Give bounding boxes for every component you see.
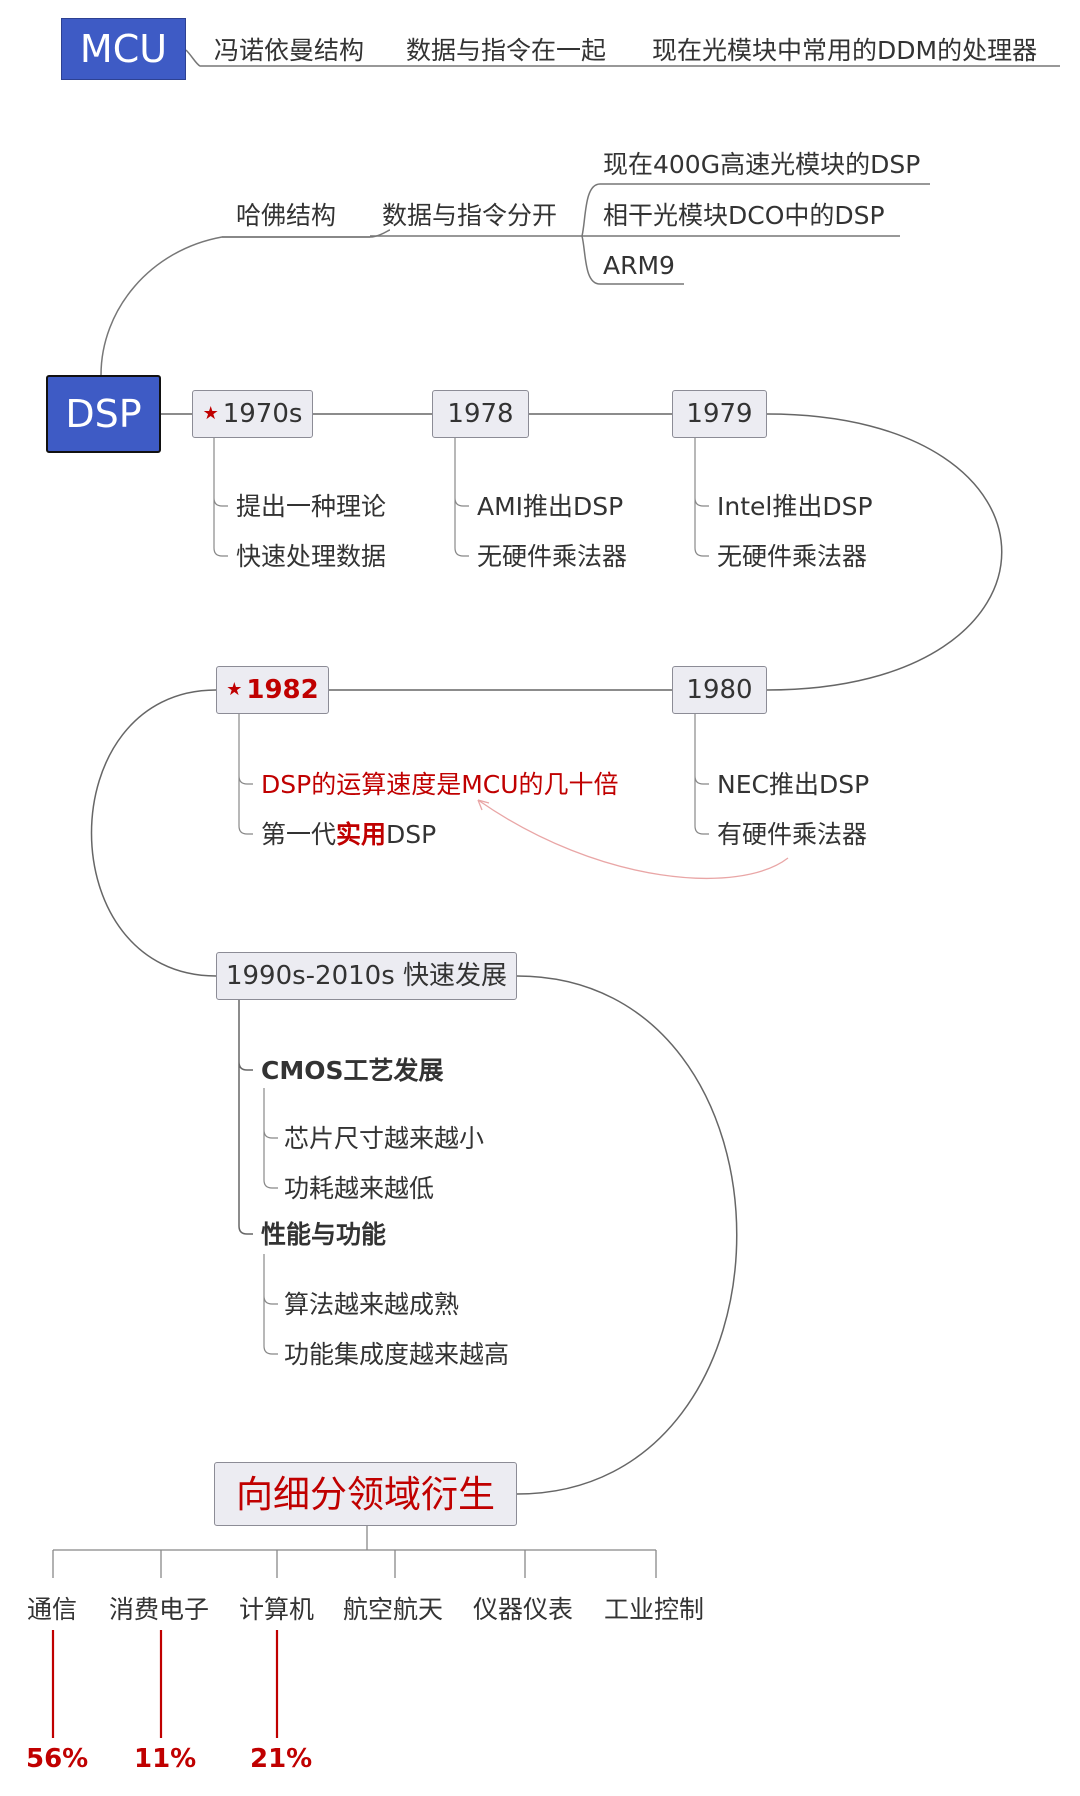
examples-connector — [581, 183, 930, 285]
percent-communication: 56% — [26, 1744, 89, 1774]
cmos-item-2: 功耗越来越低 — [284, 1174, 435, 1203]
harvard-label: 哈佛结构 — [236, 201, 337, 230]
star-icon: ★ — [226, 679, 243, 700]
timeline-curve-right-2 — [516, 975, 738, 1495]
note-1980-2: 有硬件乘法器 — [717, 820, 868, 849]
note-1978-2: 无硬件乘法器 — [477, 542, 628, 571]
branch-1982 — [238, 712, 253, 835]
harvard-connector — [100, 229, 391, 376]
example-dco: 相干光模块DCO中的DSP — [603, 201, 885, 230]
mcu-data-together: 数据与指令在一起 — [406, 36, 607, 65]
note-1970s-1: 提出一种理论 — [236, 492, 387, 521]
timeline-node-1982[interactable]: ★1982 — [216, 666, 329, 714]
relation-arrowhead — [477, 799, 490, 811]
percent-consumer-electronics: 11% — [134, 1744, 197, 1774]
field-aerospace: 航空航天 — [343, 1595, 444, 1624]
cmos-title: CMOS工艺发展 — [261, 1056, 444, 1085]
branch-1978 — [454, 434, 469, 557]
note-1979-1: Intel推出DSP — [717, 492, 873, 521]
field-instruments: 仪器仪表 — [473, 1595, 574, 1624]
timeline-curve-left — [90, 689, 217, 977]
note-1970s-2: 快速处理数据 — [236, 542, 387, 571]
branch-1970s — [213, 434, 228, 557]
dsp-root-node[interactable]: DSP — [46, 375, 161, 453]
fields-node[interactable]: 向细分领域衍生 — [214, 1462, 517, 1526]
branch-cmos — [263, 1088, 278, 1189]
branch-perf — [263, 1254, 278, 1355]
field-industrial-control: 工业控制 — [604, 1595, 705, 1624]
note-1982-first-gen: 第一代实用DSP — [261, 820, 437, 849]
star-icon: ★ — [202, 403, 219, 424]
note-1978-1: AMI推出DSP — [477, 492, 624, 521]
perf-item-2: 功能集成度越来越高 — [284, 1340, 510, 1369]
harvard-sub: 数据与指令分开 — [382, 201, 558, 230]
note-1980-1: NEC推出DSP — [717, 770, 870, 799]
example-400g: 现在400G高速光模块的DSP — [603, 150, 921, 179]
branch-1990s — [238, 999, 253, 1235]
note-1979-2: 无硬件乘法器 — [717, 542, 868, 571]
note-1982-speed: DSP的运算速度是MCU的几十倍 — [261, 770, 619, 799]
timeline-node-1978[interactable]: 1978 — [432, 390, 529, 438]
relation-arrow — [477, 799, 789, 880]
perf-item-1: 算法越来越成熟 — [284, 1290, 460, 1319]
example-arm9: ARM9 — [603, 251, 675, 280]
fields-tree — [52, 1526, 657, 1578]
mcu-root-node[interactable]: MCU — [61, 18, 186, 80]
mcu-ddm-processor: 现在光模块中常用的DDM的处理器 — [652, 36, 1038, 65]
branch-1979 — [694, 434, 709, 557]
branch-1980 — [694, 712, 709, 835]
timeline-curve-right — [766, 413, 1003, 691]
timeline-node-1979[interactable]: 1979 — [672, 390, 767, 438]
mcu-architecture: 冯诺依曼结构 — [214, 36, 365, 65]
timeline-node-1980[interactable]: 1980 — [672, 666, 767, 714]
mcu-connector — [185, 49, 1060, 67]
timeline-node-1970s[interactable]: ★1970s — [192, 390, 313, 438]
percent-computer: 21% — [250, 1744, 313, 1774]
field-computer: 计算机 — [239, 1595, 315, 1624]
field-consumer-electronics: 消费电子 — [109, 1595, 210, 1624]
perf-title: 性能与功能 — [261, 1220, 387, 1249]
field-communication: 通信 — [27, 1595, 78, 1624]
timeline-node-1990s[interactable]: 1990s-2010s 快速发展 — [216, 952, 517, 1000]
percent-bars — [51, 1630, 279, 1738]
cmos-item-1: 芯片尺寸越来越小 — [284, 1124, 485, 1153]
